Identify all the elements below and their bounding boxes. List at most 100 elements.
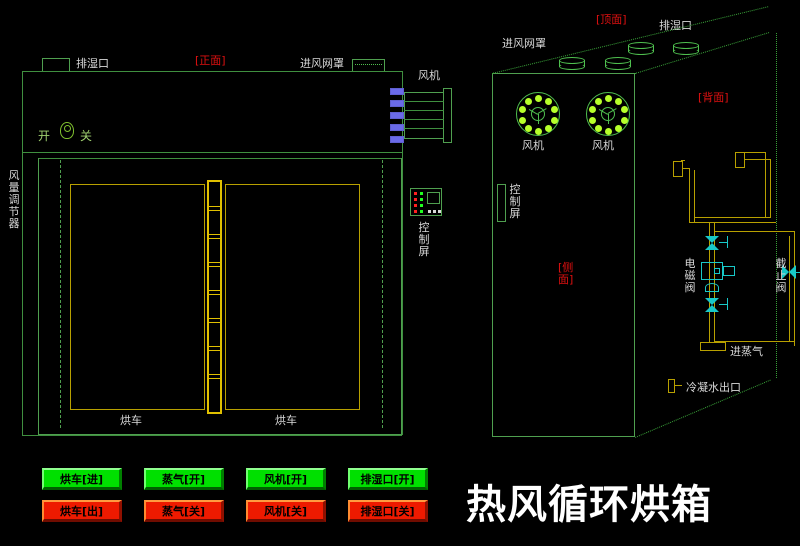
drying-cart-right[interactable] bbox=[225, 184, 360, 410]
pipe-header bbox=[689, 222, 776, 223]
exhaust-port-label: 排湿口 bbox=[76, 57, 109, 70]
control-panel-label: 控制屏 bbox=[418, 221, 430, 258]
ladder-rung bbox=[208, 206, 221, 207]
top-view-tag: [顶面] bbox=[596, 13, 627, 26]
fan-blade-line bbox=[404, 101, 444, 102]
status-led-red bbox=[414, 192, 417, 195]
control-panel-display bbox=[427, 192, 440, 204]
ladder-rung bbox=[208, 238, 221, 239]
ladder-rung bbox=[208, 374, 221, 375]
valve-tri-up bbox=[705, 243, 719, 250]
pipe-seg bbox=[681, 160, 685, 161]
pipe-bypass-top bbox=[714, 231, 794, 232]
status-led-green bbox=[420, 192, 423, 195]
iso-inlet-port-cylinder bbox=[605, 57, 631, 70]
heater-cell bbox=[390, 88, 404, 95]
fan-blade-line bbox=[404, 128, 444, 129]
fan-label: 风机 bbox=[418, 69, 440, 82]
solenoid-bonnet bbox=[705, 283, 719, 292]
iso-exhaust-port-label: 排湿口 bbox=[659, 19, 692, 32]
back-view-tag: [背面] bbox=[698, 91, 729, 104]
damper-handle-icon[interactable] bbox=[60, 122, 74, 139]
pipe-flange-right bbox=[735, 152, 745, 168]
cabinet-left-edge bbox=[22, 71, 23, 435]
exhaust-port-stub bbox=[42, 58, 70, 72]
status-led-green bbox=[420, 204, 423, 207]
stop-valve-tri-left bbox=[782, 265, 789, 279]
valve-tri-up bbox=[705, 305, 719, 312]
pipe-seg bbox=[689, 168, 690, 176]
stop-valve-label: 截止阀 bbox=[775, 257, 787, 294]
iso-fan-wheel-right bbox=[586, 92, 630, 136]
solenoid-body bbox=[701, 262, 723, 280]
condensate-outlet-flange bbox=[668, 379, 675, 393]
control-panel-key[interactable] bbox=[428, 210, 431, 213]
pipe-main-drop-2 bbox=[714, 222, 715, 342]
pipe-bypass-right bbox=[794, 231, 795, 346]
plenum-divider-line-2 bbox=[38, 158, 402, 159]
stop-valve-tri-right bbox=[789, 265, 796, 279]
ladder-rung bbox=[208, 290, 221, 291]
button-steam-off[interactable]: 蒸气[关] bbox=[144, 500, 224, 522]
side-view-tag: [侧面] bbox=[558, 261, 574, 286]
cabinet-bottom-edge bbox=[22, 435, 402, 436]
status-led-red bbox=[414, 204, 417, 207]
button-fan-off[interactable]: 风机[关] bbox=[246, 500, 326, 522]
condensate-outlet-label: 冷凝水出口 bbox=[686, 381, 741, 394]
ladder-rung bbox=[208, 266, 221, 267]
damper-open-label: 开 bbox=[38, 129, 51, 143]
iso-inlet-port-cylinder bbox=[559, 57, 585, 70]
ladder-rung bbox=[208, 210, 221, 211]
pipe-seg bbox=[770, 159, 771, 217]
status-led-red bbox=[414, 198, 417, 201]
button-cart-out[interactable]: 烘车[出] bbox=[42, 500, 122, 522]
ladder-rung bbox=[208, 322, 221, 323]
stop-valve-stem-arm bbox=[796, 272, 800, 273]
center-rail-ladder bbox=[207, 180, 222, 414]
plenum-divider-line bbox=[22, 152, 402, 153]
status-led-green bbox=[420, 198, 423, 201]
inner-chamber-box bbox=[38, 158, 402, 435]
air-inlet-screen-stub bbox=[352, 59, 385, 72]
button-fan-on[interactable]: 风机[开] bbox=[246, 468, 326, 490]
fan-blade-line bbox=[404, 119, 444, 120]
control-panel-box[interactable] bbox=[410, 188, 442, 216]
button-exhaust-open[interactable]: 排湿口[开] bbox=[348, 468, 428, 490]
iso-fan-wheel-left bbox=[516, 92, 560, 136]
drying-cart-left-label: 烘车 bbox=[120, 414, 142, 427]
page-title: 热风循环烘箱 bbox=[466, 482, 712, 528]
ladder-rung bbox=[208, 234, 221, 235]
pipe-elbow-down bbox=[689, 176, 690, 222]
ladder-rung bbox=[208, 294, 221, 295]
pipe-seg bbox=[745, 152, 765, 153]
ladder-rung bbox=[208, 262, 221, 263]
iso-control-panel-label: 控制屏 bbox=[509, 183, 521, 220]
pipe-flange-left bbox=[673, 161, 683, 177]
front-view-tag: [正面] bbox=[195, 54, 226, 67]
valve-tri-down bbox=[705, 298, 719, 305]
control-panel-key[interactable] bbox=[433, 210, 436, 213]
solenoid-coil bbox=[723, 266, 735, 276]
iso-air-inlet-screen-label: 进风网罩 bbox=[502, 37, 546, 50]
damper-knob-icon bbox=[64, 125, 71, 132]
chamber-guide-right bbox=[382, 160, 383, 428]
ladder-rung bbox=[208, 378, 221, 379]
iso-control-panel-strip[interactable] bbox=[497, 184, 506, 222]
air-inlet-screen-mesh-icon bbox=[355, 64, 382, 65]
fan-housing-box bbox=[404, 92, 444, 139]
solenoid-core bbox=[714, 268, 720, 274]
pipe-main-drop bbox=[709, 222, 710, 342]
control-panel-key[interactable] bbox=[438, 210, 441, 213]
button-steam-on[interactable]: 蒸气[开] bbox=[144, 468, 224, 490]
control-button-row-on: 烘车[进] 蒸气[开] 风机[开] 排湿口[开] bbox=[42, 468, 428, 490]
ladder-rung bbox=[208, 318, 221, 319]
condensate-outlet-stub bbox=[675, 385, 682, 386]
drying-cart-left[interactable] bbox=[70, 184, 205, 410]
pipe-header-2 bbox=[694, 217, 771, 218]
iso-exhaust-port-cylinder bbox=[628, 42, 654, 55]
button-cart-in[interactable]: 烘车[进] bbox=[42, 468, 122, 490]
fan-motor-box bbox=[443, 88, 452, 143]
iso-front-face bbox=[492, 73, 635, 437]
button-exhaust-close[interactable]: 排湿口[关] bbox=[348, 500, 428, 522]
